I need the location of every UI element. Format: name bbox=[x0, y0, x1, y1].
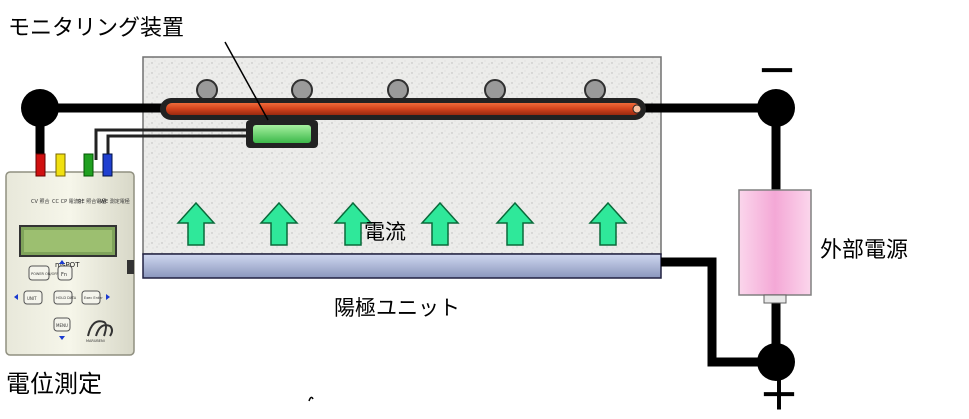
unit-button[interactable] bbox=[23, 290, 43, 305]
meter-top-label: CC CP 電流計 bbox=[52, 198, 84, 205]
menu-button-label: MENU bbox=[56, 323, 68, 328]
sensor-core bbox=[253, 125, 311, 143]
positive-terminal-label: ＋ bbox=[759, 373, 799, 419]
meter-top-label: RE 照合電極 bbox=[78, 198, 106, 205]
anode-unit-label: 陽極ユニット bbox=[334, 296, 460, 320]
rebar-end bbox=[632, 104, 642, 114]
exec-button[interactable] bbox=[81, 290, 101, 305]
external-power-label: 外部電源 bbox=[820, 238, 909, 263]
sensor-lead-wire-2 bbox=[106, 134, 248, 160]
meter-top-label: WE 測定電極 bbox=[100, 198, 130, 205]
positive-terminal-node bbox=[757, 343, 795, 381]
power-button-label: POWER ON/OFF bbox=[31, 272, 58, 276]
meter-model: msPOT bbox=[55, 261, 80, 269]
arrow-up-icon bbox=[59, 260, 65, 264]
potential-meter: CV 照合 CC CP 電流計 RE 照合電極 WE 測定電極 msPOT PO… bbox=[5, 153, 135, 356]
arrow-down-icon bbox=[59, 336, 65, 340]
arrow-right-icon bbox=[106, 294, 110, 300]
rebar-circle bbox=[196, 79, 218, 101]
meter-side-port bbox=[127, 260, 134, 274]
exec-button-label: Exec Enter bbox=[84, 296, 103, 300]
plug-blue bbox=[102, 153, 113, 177]
left-terminal-node bbox=[21, 89, 59, 127]
negative-terminal-node bbox=[757, 89, 795, 127]
rebar-core bbox=[166, 103, 640, 115]
rebar-circle bbox=[484, 79, 506, 101]
plug-red bbox=[35, 153, 46, 177]
anode-wire bbox=[661, 257, 776, 367]
negative-terminal-label: － bbox=[757, 49, 797, 95]
power-supply-body bbox=[738, 189, 812, 296]
stray-mark bbox=[308, 396, 314, 402]
current-label: 電流 bbox=[364, 220, 406, 244]
plug-yellow bbox=[55, 153, 66, 177]
sensor-lead-wire bbox=[94, 128, 248, 160]
rebar-row bbox=[196, 79, 606, 101]
potential-measurement-label: 電位測定 bbox=[6, 370, 102, 398]
arrow-left-icon bbox=[14, 294, 18, 300]
hold-button-label: HOLD DATA bbox=[56, 296, 77, 300]
plug-green bbox=[83, 153, 94, 177]
menu-button[interactable] bbox=[53, 317, 71, 332]
rebar-circle bbox=[584, 79, 606, 101]
meter-brand: MARUBENI bbox=[86, 339, 105, 343]
meter-top-label: CV 照合 bbox=[31, 198, 50, 205]
title-leader-line bbox=[224, 41, 269, 121]
fn-button-label: Fn bbox=[61, 272, 67, 278]
power-button[interactable] bbox=[28, 265, 50, 281]
rebar-circle bbox=[387, 79, 409, 101]
hold-button[interactable] bbox=[53, 290, 73, 305]
unit-button-label: UNIT bbox=[27, 296, 37, 301]
meter-screen-inner bbox=[24, 230, 112, 252]
anode-plate bbox=[142, 253, 662, 279]
fn-button[interactable] bbox=[57, 265, 73, 281]
power-supply-cap bbox=[763, 294, 787, 304]
brand-logo-icon bbox=[87, 320, 113, 337]
monitoring-device-label: モニタリング装置 bbox=[8, 16, 185, 41]
rebar-circle bbox=[291, 79, 313, 101]
